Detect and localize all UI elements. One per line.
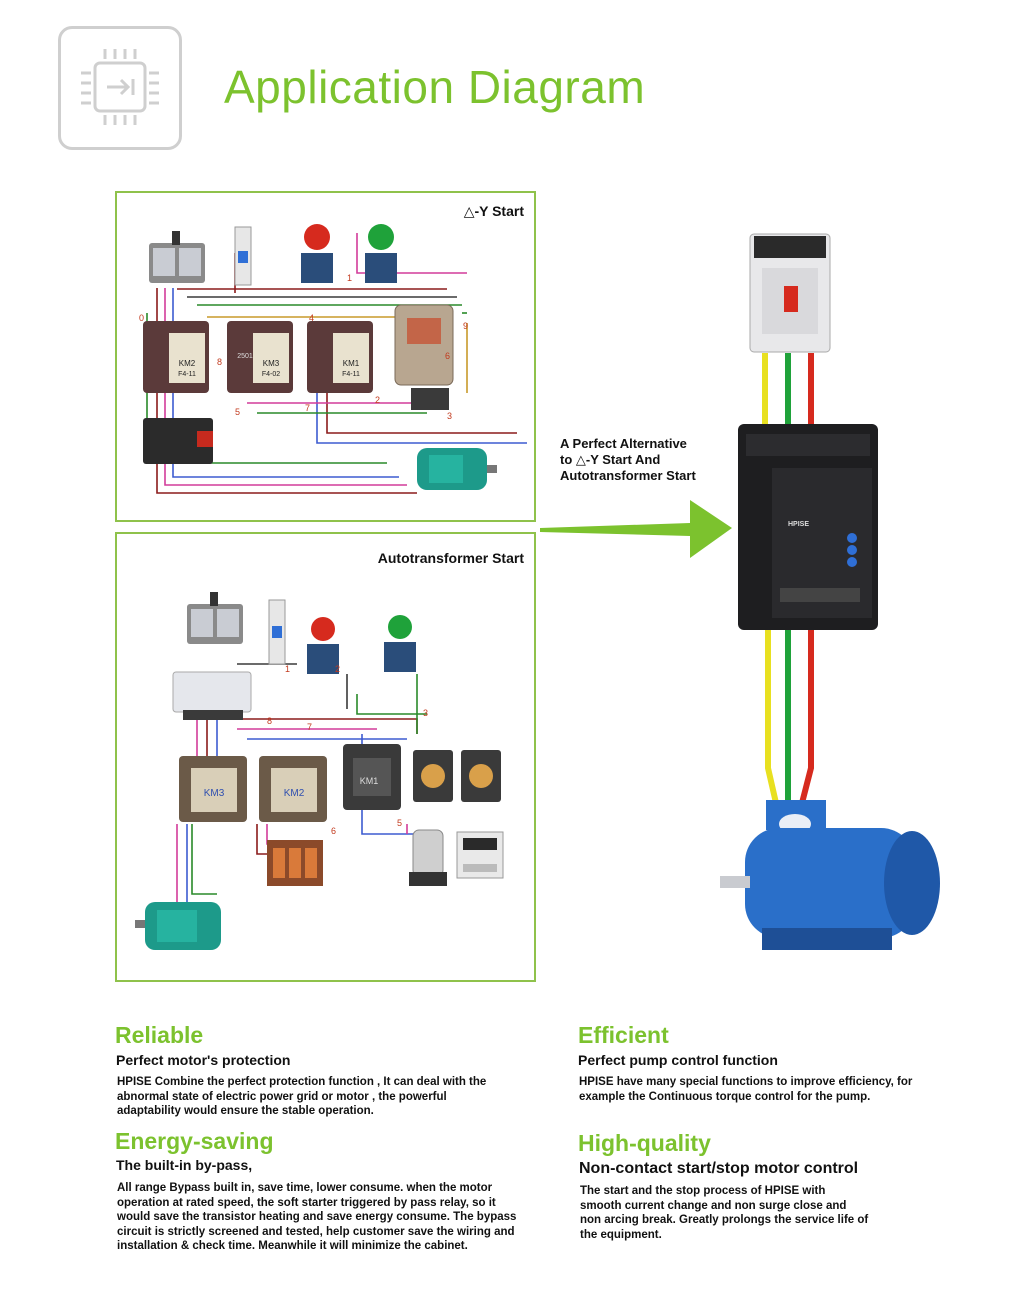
wire-label: 7 xyxy=(305,403,310,413)
wire-label: 8 xyxy=(267,716,272,726)
chip-logo xyxy=(58,26,182,150)
high-quality-body: The start and the stop process of HPISE … xyxy=(580,1185,869,1241)
wire-label: 1 xyxy=(285,664,290,674)
autotransformer-wiring-diagram: KM3 KM2 KM1 xyxy=(135,592,504,950)
chip-icon xyxy=(81,49,159,125)
time-relay xyxy=(394,304,454,410)
knife-switch xyxy=(149,231,205,283)
protection-relay xyxy=(172,671,252,720)
page-title: Application Diagram xyxy=(224,61,646,113)
energy-saving-heading: Energy-saving xyxy=(115,1128,274,1154)
wire-label: 3 xyxy=(447,411,452,421)
contactor-km1-auto: KM1 xyxy=(343,744,401,810)
delta-y-start-label: △-Y Start xyxy=(463,203,524,219)
f4-02-label: F4-02 xyxy=(262,371,280,378)
relay-module xyxy=(409,829,447,886)
delta-y-start-panel: △-Y Start xyxy=(115,191,536,522)
efficient-heading: Efficient xyxy=(578,1022,669,1048)
soft-starter-illustration: HPISE xyxy=(540,233,940,950)
km3-label: KM3 xyxy=(263,359,280,368)
starter-brand: HPISE xyxy=(788,521,809,528)
wire-label: 5 xyxy=(397,818,402,828)
alt-line-1: A Perfect Alternative xyxy=(560,436,687,451)
motor-bottom xyxy=(135,902,221,950)
wire-label: 4 xyxy=(309,313,314,323)
num-2501-label: 2501 xyxy=(237,353,253,360)
autotransformer-start-panel: Autotransformer Start xyxy=(115,532,536,982)
circuit-breaker-mccb xyxy=(749,233,831,353)
wire-label: 6 xyxy=(331,826,336,836)
km2-label-auto: KM2 xyxy=(284,788,305,799)
alternative-callout: A Perfect Alternative to △-Y Start And A… xyxy=(560,436,740,484)
electric-motor xyxy=(720,800,940,950)
high-quality-subheading: Non-contact start/stop motor control xyxy=(579,1160,859,1177)
f4-11-label: F4-11 xyxy=(178,371,196,378)
f4-11-label-2: F4-11 xyxy=(342,371,360,378)
contactor-km2-auto: KM2 xyxy=(259,756,327,822)
arrow-icon xyxy=(540,500,732,558)
km3-label-auto: KM3 xyxy=(204,788,225,799)
contactor-km3: 2501 KM3 F4-02 xyxy=(227,321,293,393)
energy-saving-body: All range Bypass built in, save time, lo… xyxy=(117,1182,517,1252)
hpise-soft-starter: HPISE xyxy=(738,424,878,630)
high-quality-heading: High-quality xyxy=(578,1130,711,1156)
alt-line-3: Autotransformer Start xyxy=(560,468,696,483)
contactor-km2: KM2 F4-11 xyxy=(143,321,209,393)
contactor-km1: KM1 F4-11 xyxy=(307,321,373,393)
wire-label: 5 xyxy=(235,407,240,417)
contactor-km3-auto: KM3 xyxy=(179,756,247,822)
relay-sockets xyxy=(413,750,501,802)
stop-push-button xyxy=(301,224,333,283)
wire-label: 2 xyxy=(375,395,380,405)
delta-y-wiring-diagram: KM2 F4-11 2501 KM3 F4-02 KM1 F4-11 xyxy=(139,224,527,494)
thermal-overload-relay xyxy=(143,418,213,464)
km1-label-auto: KM1 xyxy=(360,776,379,786)
wire-label: 8 xyxy=(217,357,222,367)
efficient-body: HPISE have many special functions to imp… xyxy=(579,1076,913,1103)
wire-label: 0 xyxy=(139,313,144,323)
wire-label: 1 xyxy=(347,273,352,283)
wire-label: 7 xyxy=(307,722,312,732)
stop-push-button-2 xyxy=(307,617,339,674)
start-push-button-2 xyxy=(384,615,416,672)
reliable-body: HPISE Combine the perfect protection fun… xyxy=(117,1076,487,1117)
autotransformer-start-label: Autotransformer Start xyxy=(377,550,524,566)
knife-switch-2 xyxy=(187,592,243,644)
start-push-button xyxy=(365,224,397,283)
wire-label: 3 xyxy=(423,708,428,718)
wire-label: 6 xyxy=(445,351,450,361)
km1-label: KM1 xyxy=(343,359,360,368)
digital-timer xyxy=(456,831,504,879)
wire-label: 2 xyxy=(335,664,340,674)
alt-line-2: to △-Y Start And xyxy=(560,452,661,467)
autotransformer xyxy=(267,840,323,886)
km2-label: KM2 xyxy=(179,359,196,368)
reliable-heading: Reliable xyxy=(115,1022,204,1048)
reliable-subheading: Perfect motor's protection xyxy=(116,1052,291,1068)
efficient-subheading: Perfect pump control function xyxy=(578,1052,778,1068)
wire-label: 9 xyxy=(463,321,468,331)
motor-top xyxy=(417,448,497,490)
energy-saving-subheading: The built-in by-pass, xyxy=(116,1157,253,1173)
